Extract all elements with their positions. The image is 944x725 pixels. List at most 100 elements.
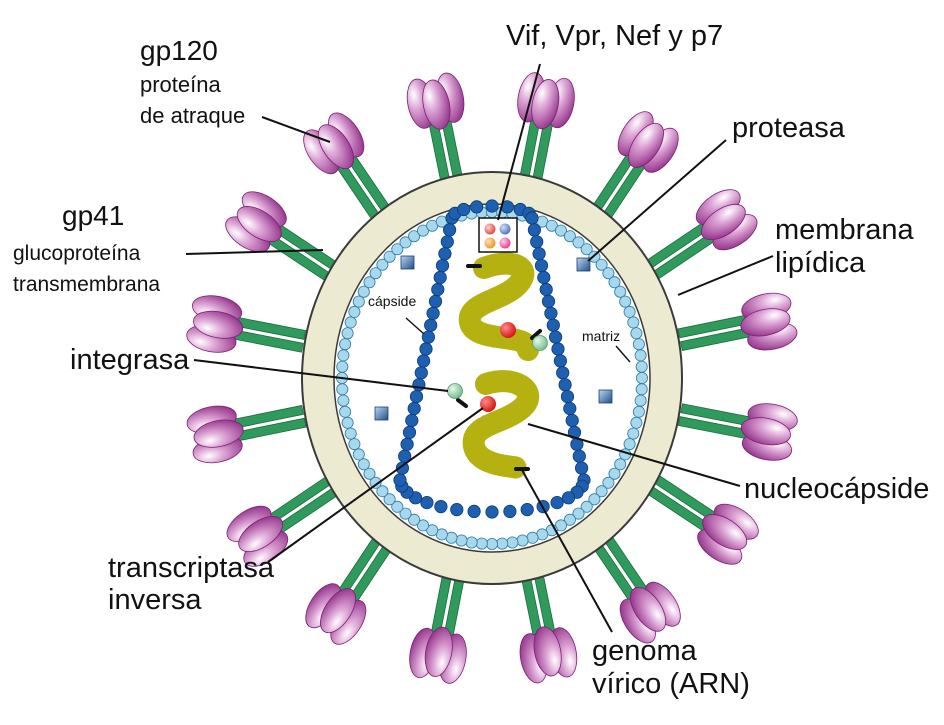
capsid-bead: [405, 413, 419, 428]
rna-strand-1: [458, 252, 539, 361]
envelope-spike: [644, 189, 758, 281]
capsid-bead: [572, 449, 586, 463]
matrix-bead: [516, 534, 529, 547]
matrix-bead: [572, 507, 585, 520]
capsid-bead: [485, 505, 499, 519]
label-transcriptasa-line2: inversa: [108, 584, 202, 616]
matrix-bead: [357, 458, 370, 471]
capsid-bead: [560, 389, 575, 404]
envelope-spike: [645, 474, 759, 565]
leader-gp41: [185, 249, 324, 255]
accessory-protein: [484, 237, 496, 249]
protease-square: [598, 389, 613, 404]
capsid-cone: [393, 199, 591, 519]
rna-marker: [530, 329, 542, 340]
matrix-bead: [344, 316, 357, 329]
matrix-bead: [416, 224, 429, 237]
labels: Vif, Vpr, Nef y p7 gp120 proteína de atr…: [13, 20, 929, 700]
matrix-bead: [608, 276, 621, 289]
label-gp120-line1: proteína: [140, 72, 221, 97]
envelope-spike: [677, 403, 798, 461]
leader-genoma: [521, 469, 613, 633]
matrix-bead: [337, 349, 350, 362]
matrix-bead: [408, 230, 421, 243]
label-proteasa: proteasa: [732, 112, 846, 144]
capsid-bead: [400, 437, 414, 451]
matrix-bead: [455, 534, 468, 547]
matrix-bead: [563, 513, 576, 526]
matrix-bead: [426, 524, 439, 537]
matrix-bead: [348, 305, 361, 318]
matrix-bead: [383, 493, 396, 506]
envelope-spike: [589, 530, 681, 644]
matrix-bead: [602, 267, 615, 280]
accessory-proteins: [478, 217, 518, 253]
leader-transcriptasa: [267, 407, 484, 563]
capsid-bead: [426, 306, 440, 320]
capsid-bead: [470, 200, 484, 214]
label-membrana-line2: lipídica: [775, 247, 866, 279]
gp120-lobe: [424, 626, 453, 677]
label-gp41-line1: glucoproteína: [13, 242, 141, 265]
matrix-bead: [408, 513, 421, 526]
capsid-bead: [409, 389, 424, 404]
capsid-bead: [424, 318, 438, 332]
matrix-bead: [336, 360, 349, 373]
matrix-bead: [391, 243, 404, 256]
protease-square: [576, 257, 591, 272]
matrix-bead: [630, 327, 643, 340]
integrase-1: [532, 335, 548, 351]
matrix-bead: [632, 405, 645, 418]
rna-strand-1-shade: [458, 252, 539, 361]
capsid-bead: [434, 499, 448, 514]
matrix-bead: [630, 416, 643, 429]
matrix-bead: [634, 349, 647, 362]
capsid-bead: [393, 473, 407, 487]
matrix-bead: [344, 427, 357, 440]
matrix-bead: [376, 485, 389, 498]
matrix-bead: [376, 258, 389, 271]
rna-strand-2-shade: [462, 370, 540, 479]
matrix-bead: [526, 531, 539, 544]
label-genoma-line2: vírico (ARN): [592, 668, 750, 700]
leader-integrasa: [193, 359, 449, 392]
matrix-bead: [339, 338, 352, 351]
matrix-bead: [580, 243, 593, 256]
gp120-lobe: [702, 514, 748, 550]
matrix-bead: [623, 305, 636, 318]
envelope-spike: [406, 72, 465, 193]
matrix-bead: [614, 458, 627, 471]
matrix-bead: [572, 236, 585, 249]
capsid-bead: [539, 282, 553, 297]
leader-vif: [497, 63, 541, 221]
matrix-bead: [588, 493, 601, 506]
capsid-bead: [419, 342, 433, 356]
capsid-bead: [416, 354, 431, 368]
capsid-bead: [503, 504, 517, 518]
matrix-bead: [632, 338, 645, 351]
matrix-bead: [336, 383, 349, 396]
label-gp41-title: gp41: [62, 200, 124, 231]
capsid-bead: [530, 235, 544, 249]
matrix-bead: [619, 295, 632, 308]
leader-capside: [405, 317, 425, 335]
gp120-lobe: [629, 586, 667, 632]
leader-nucleocapside: [527, 423, 741, 487]
capsid-bead: [442, 223, 457, 237]
label-matriz: matriz: [582, 328, 620, 344]
capsid-bead: [402, 425, 417, 439]
matrix-bead: [635, 383, 648, 396]
accessory-box: [478, 217, 518, 253]
capsid-bead: [541, 294, 556, 308]
capsid-bead: [412, 378, 426, 392]
rna-genome: [458, 252, 540, 479]
envelope-spike: [186, 405, 307, 464]
capsid-bead: [537, 270, 551, 285]
label-vif: Vif, Vpr, Nef y p7: [506, 20, 723, 52]
capsid-bead: [435, 258, 450, 273]
rna-markers: [456, 264, 542, 471]
matrix-bead: [363, 467, 376, 480]
gp120-lobe: [422, 79, 451, 130]
label-membrana-line1: membrana: [775, 214, 914, 246]
gp120-lobe: [740, 308, 791, 337]
